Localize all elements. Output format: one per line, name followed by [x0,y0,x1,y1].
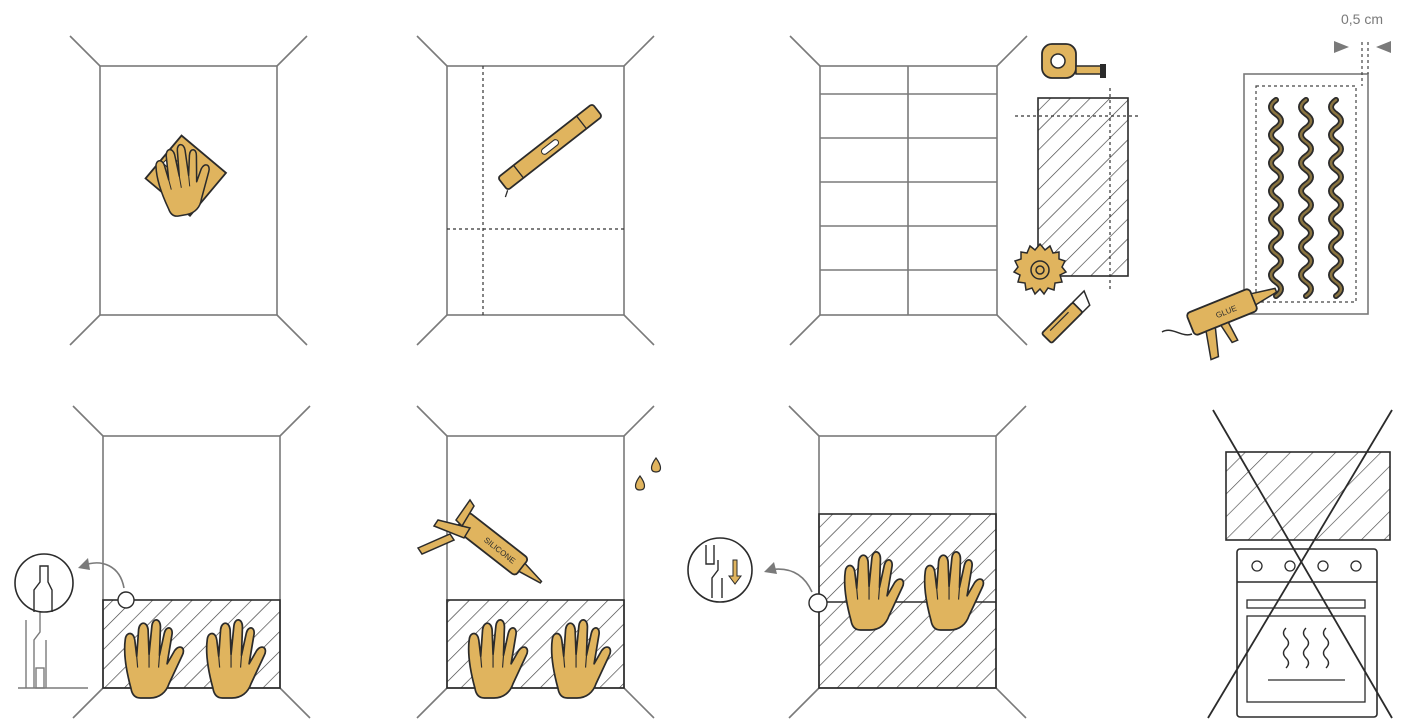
detail-magnifier [14,553,88,689]
step-4-apply-glue: 0,5 cm GLUE [1161,11,1391,361]
water-drops-icon [634,456,662,491]
glue-gun-icon: GLUE [1161,287,1278,361]
step-6-seal-with-silicone: SILICONE [416,405,662,719]
gap-label: 0,5 cm [1341,11,1383,27]
detail-magnifier [687,537,753,603]
cross-out-icon [1207,409,1393,719]
step-5-place-first-panel [14,405,311,719]
glue-lines [1268,97,1344,299]
circular-saw-blade-icon [1012,242,1068,296]
step-3-measure-and-cut [789,35,1140,346]
utility-knife-icon [1041,289,1091,344]
step-1-clean-wall [69,35,308,346]
tape-measure-icon [1041,43,1106,79]
silicone-gun-icon: SILICONE [416,498,543,584]
oven-icon [1236,548,1378,718]
step-2-mark-level-lines [416,35,655,346]
sanding-block-hand-icon [144,134,228,220]
step-8-not-above-oven [1207,409,1393,719]
spirit-level-icon [498,104,602,198]
step-7-place-next-panel [687,405,1027,719]
